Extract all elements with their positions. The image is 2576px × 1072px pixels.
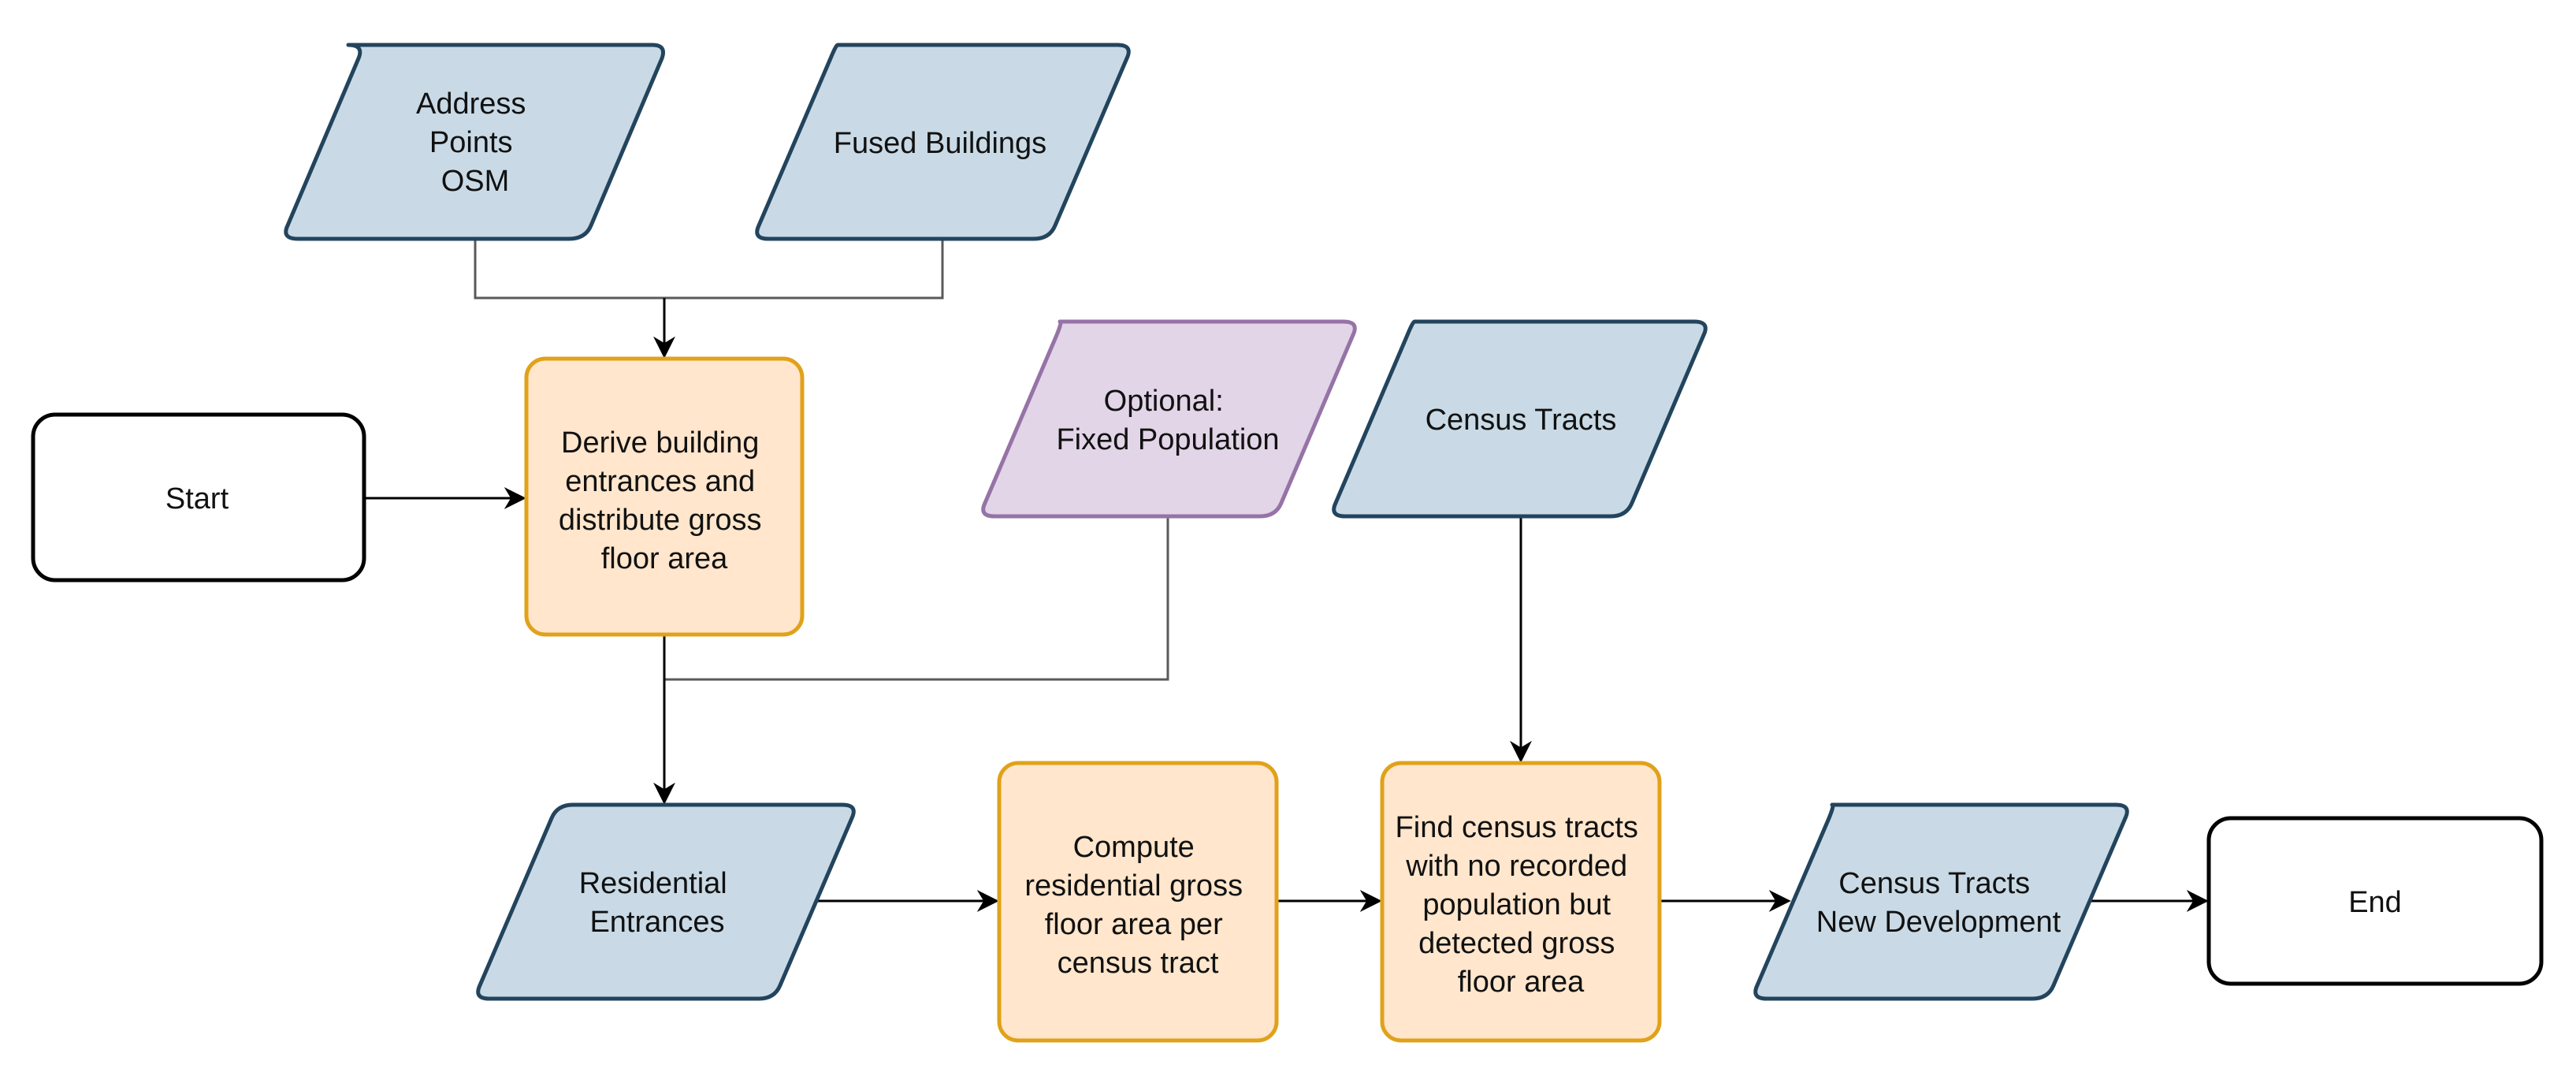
find-line-4: detected gross bbox=[1418, 927, 1615, 960]
node-census-tracts: Census Tracts bbox=[1332, 319, 1708, 519]
optional-population-line-1: Optional: bbox=[1104, 385, 1224, 418]
address-points-line-2: Points bbox=[429, 126, 513, 159]
node-find-census-tracts: Find census tracts with no recorded popu… bbox=[1380, 761, 1662, 1043]
node-address-points-osm: Address Points OSM bbox=[284, 43, 665, 241]
derive-line-3: distribute gross bbox=[559, 504, 762, 537]
node-census-tracts-label: Census Tracts bbox=[1426, 404, 1617, 437]
node-optional-population-label: Optional: Fixed Population bbox=[1056, 385, 1279, 456]
compute-line-3: floor area per bbox=[1045, 908, 1223, 941]
node-residential-entrances: Residential Entrances bbox=[476, 802, 856, 1001]
compute-line-4: census tract bbox=[1058, 947, 1219, 980]
optional-population-line-2: Fixed Population bbox=[1056, 423, 1279, 456]
node-derive-label: Derive building entrances and distribute… bbox=[559, 426, 770, 575]
find-line-3: population but bbox=[1422, 888, 1611, 921]
node-end-label: End bbox=[2348, 886, 2402, 919]
derive-line-1: Derive building bbox=[561, 426, 759, 460]
find-line-1: Find census tracts bbox=[1396, 811, 1638, 844]
new-development-line-1: Census Tracts bbox=[1838, 867, 2030, 900]
node-compute-label: Compute residential gross floor area per… bbox=[1024, 831, 1251, 980]
residential-entrances-line-2: Entrances bbox=[589, 906, 724, 939]
census-tracts-line-1: Census Tracts bbox=[1426, 404, 1617, 437]
node-new-development-label: Census Tracts New Development bbox=[1816, 867, 2061, 939]
compute-line-2: residential gross bbox=[1024, 869, 1243, 903]
derive-line-2: entrances and bbox=[565, 465, 755, 498]
find-line-5: floor area bbox=[1458, 966, 1585, 999]
address-points-line-3: OSM bbox=[441, 165, 510, 198]
residential-entrances-line-1: Residential bbox=[579, 867, 727, 900]
node-derive-building-entrances: Derive building entrances and distribute… bbox=[524, 356, 805, 637]
address-points-line-1: Address bbox=[416, 87, 526, 121]
node-find-label: Find census tracts with no recorded popu… bbox=[1396, 811, 1647, 999]
node-fused-buildings-label: Fused Buildings bbox=[834, 127, 1046, 160]
node-compute-residential-gfa: Compute residential gross floor area per… bbox=[997, 761, 1279, 1043]
edge-fused-buildings-to-merge bbox=[664, 239, 944, 300]
find-line-2: with no recorded bbox=[1405, 850, 1627, 883]
new-development-line-2: New Development bbox=[1816, 906, 2061, 939]
node-start-label: Start bbox=[165, 482, 229, 516]
compute-line-1: Compute bbox=[1073, 831, 1195, 864]
fused-buildings-line-1: Fused Buildings bbox=[834, 127, 1046, 160]
node-residential-entrances-label: Residential Entrances bbox=[579, 867, 736, 939]
node-end: End bbox=[2206, 816, 2544, 986]
node-address-points-osm-label: Address Points OSM bbox=[416, 87, 534, 198]
node-start: Start bbox=[31, 412, 366, 583]
end-line-1: End bbox=[2348, 886, 2402, 919]
derive-line-4: floor area bbox=[601, 542, 728, 575]
node-optional-fixed-population: Optional: Fixed Population bbox=[981, 319, 1357, 519]
start-line-1: Start bbox=[165, 482, 229, 516]
edge-optional-population-to-join bbox=[664, 516, 1169, 681]
edge-address-points-to-merge bbox=[474, 239, 664, 300]
node-census-tracts-new-development: Census Tracts New Development bbox=[1753, 802, 2129, 1001]
node-fused-buildings: Fused Buildings bbox=[755, 43, 1131, 241]
edges bbox=[364, 239, 2209, 912]
